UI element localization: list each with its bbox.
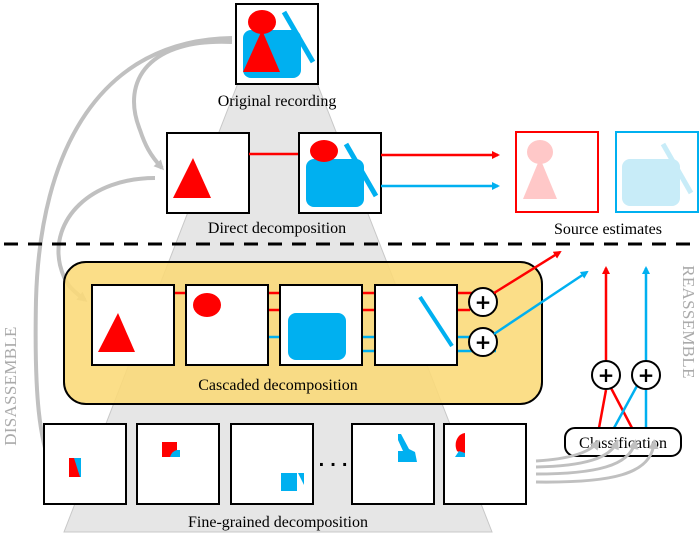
direct-frame-2 xyxy=(298,132,382,214)
disassemble-label: DISASSEMBLE xyxy=(1,326,20,446)
red-triangle xyxy=(243,30,280,72)
source-estimates-label: Source estimates xyxy=(554,221,662,238)
direct-frame-1 xyxy=(166,132,250,214)
cascade-red-out-arrow xyxy=(493,250,562,295)
svg-text:+: + xyxy=(638,363,655,387)
sum-node-blue: + xyxy=(468,327,498,357)
fine-frame-1 xyxy=(43,423,127,505)
class-sum-node-red: + xyxy=(591,360,621,390)
blue-line xyxy=(281,10,316,64)
cascade-frame-3 xyxy=(279,284,363,366)
cascaded-decomposition-label: Cascaded decomposition xyxy=(198,377,358,394)
ellipsis: · · · xyxy=(318,455,347,474)
original-recording-label: Original recording xyxy=(218,93,337,110)
fine-frame-2 xyxy=(136,423,220,505)
fine-frame-3 xyxy=(230,423,314,505)
svg-text:Classification: Classification xyxy=(579,435,667,452)
fine-frame-4 xyxy=(351,423,435,505)
red-triangle xyxy=(173,158,211,198)
svg-text:+: + xyxy=(598,363,615,387)
cascade-blue-out-arrow xyxy=(493,270,589,336)
cascade-frame-2 xyxy=(185,284,269,366)
svg-text:+: + xyxy=(475,330,492,354)
direct-decomposition-label: Direct decomposition xyxy=(208,220,346,237)
reassemble-label: REASSEMBLE xyxy=(679,265,698,379)
source-estimate-blue xyxy=(615,131,699,213)
source-estimate-red xyxy=(515,131,599,213)
svg-text:+: + xyxy=(475,290,492,314)
fine-frame-5 xyxy=(443,423,527,505)
cascade-frame-1 xyxy=(91,284,175,366)
sum-node-red: + xyxy=(468,287,498,317)
original-recording-frame xyxy=(235,3,319,85)
class-sum-node-blue: + xyxy=(631,360,661,390)
fine-grained-decomposition-label: Fine-grained decomposition xyxy=(188,514,368,531)
classification-connectors xyxy=(597,266,650,429)
arrow-orig-to-fine xyxy=(33,36,233,473)
red-circle xyxy=(248,10,276,34)
cascade-frame-4 xyxy=(374,284,458,366)
fine-to-classification-arrows xyxy=(535,439,659,484)
arrow-orig-to-direct xyxy=(132,39,233,171)
